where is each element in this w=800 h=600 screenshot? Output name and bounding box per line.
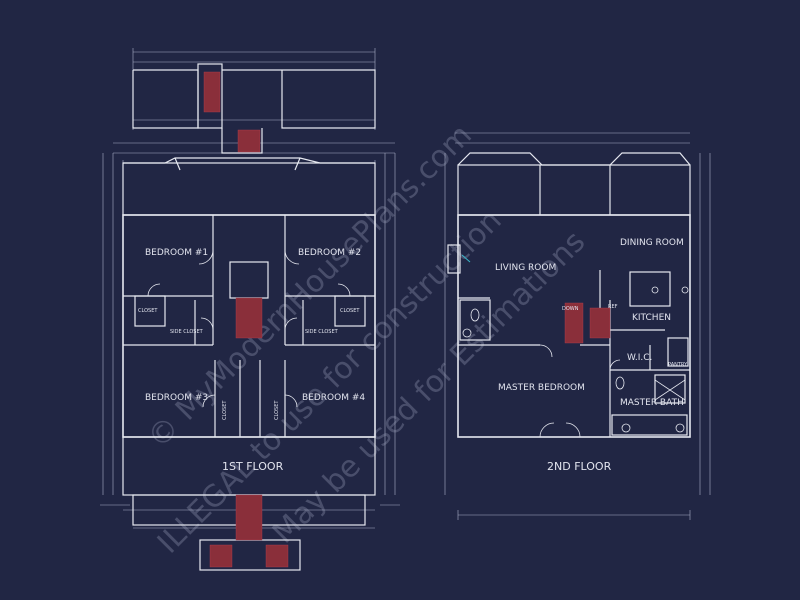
watermark: © MyModernHousePlans.com ILLEGAL to use … bbox=[141, 118, 592, 561]
second-floor-roof-bays bbox=[457, 152, 691, 216]
roof-zone bbox=[122, 157, 376, 216]
entry-stair bbox=[209, 494, 289, 568]
label-bedroom-1: BEDROOM #1 bbox=[145, 248, 208, 258]
second-floor-fixtures bbox=[462, 286, 689, 438]
first-floor-doors bbox=[147, 249, 351, 408]
label-closet-left: CLOSET bbox=[138, 308, 158, 314]
second-floor-plan: LIVING ROOM DINING ROOM KITCHEN W.I.C. M… bbox=[444, 132, 711, 520]
second-floor-outer-wall bbox=[457, 214, 691, 438]
second-floor-stair bbox=[564, 302, 611, 344]
label-kitchen: KITCHEN bbox=[632, 313, 671, 323]
label-closet-lower-left: CLOSET bbox=[222, 400, 228, 420]
label-master-bath: MASTER BATH bbox=[620, 398, 684, 408]
second-floor-small-labels: DOWN PANTRY REF bbox=[562, 304, 688, 368]
second-floor-title: 2ND FLOOR bbox=[547, 460, 612, 473]
label-ref: REF bbox=[608, 304, 618, 310]
label-closet-right: CLOSET bbox=[340, 308, 360, 314]
top-stair bbox=[203, 71, 261, 153]
label-bedroom-2: BEDROOM #2 bbox=[298, 248, 361, 258]
label-side-closet-right: SIDE CLOSET bbox=[305, 329, 339, 335]
label-side-closet-left: SIDE CLOSET bbox=[170, 329, 204, 335]
fireplace-accent bbox=[461, 254, 471, 263]
label-living-room: LIVING ROOM bbox=[495, 263, 556, 273]
dimension-lines-2nd bbox=[444, 132, 711, 520]
first-floor-labels: BEDROOM #1 BEDROOM #2 BEDROOM #3 BEDROOM… bbox=[145, 248, 365, 403]
label-bedroom-4: BEDROOM #4 bbox=[302, 393, 365, 403]
first-floor-stair bbox=[235, 297, 263, 339]
label-closet-lower-right: CLOSET bbox=[274, 400, 280, 420]
first-floor-plan: BEDROOM #1 BEDROOM #2 BEDROOM #3 BEDROOM… bbox=[100, 48, 400, 571]
label-down: DOWN bbox=[562, 306, 579, 312]
label-master-bedroom: MASTER BEDROOM bbox=[498, 383, 585, 393]
label-dining-room: DINING ROOM bbox=[620, 238, 684, 248]
label-pantry: PANTRY bbox=[668, 362, 688, 368]
first-floor-title: 1ST FLOOR bbox=[222, 460, 284, 473]
first-floor-small-labels: CLOSET CLOSET SIDE CLOSET SIDE CLOSET CL… bbox=[138, 308, 360, 420]
second-floor-labels: LIVING ROOM DINING ROOM KITCHEN W.I.C. M… bbox=[495, 238, 684, 408]
upper-porch-walls bbox=[132, 63, 376, 154]
label-bedroom-3: BEDROOM #3 bbox=[145, 393, 208, 403]
first-floor-interior-walls bbox=[123, 215, 375, 437]
label-wic: W.I.C. bbox=[627, 353, 652, 363]
